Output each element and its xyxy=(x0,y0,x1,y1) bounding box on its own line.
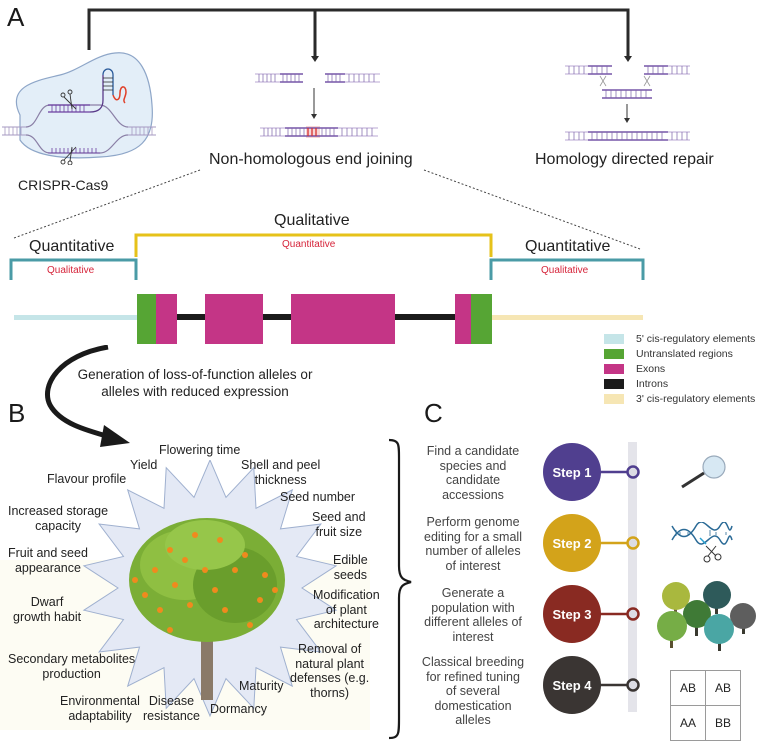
step-2-connector xyxy=(600,536,640,550)
three-prime-cis-element xyxy=(491,315,643,320)
left-region-bracket xyxy=(9,258,138,280)
curly-brace xyxy=(388,438,412,740)
exon-1 xyxy=(156,294,177,344)
legend-item: Exons xyxy=(604,361,755,376)
nhej-label: Non-homologous end joining xyxy=(209,151,413,168)
crispr-cas9-illustration xyxy=(2,52,156,165)
crispr-cas9-label: CRISPR-Cas9 xyxy=(18,177,109,193)
zoom-indicator-lines xyxy=(13,169,641,250)
panel-b-letter: B xyxy=(8,398,26,428)
fruit-tree-icon xyxy=(129,518,285,700)
step-2-circle: Step 2 xyxy=(543,514,601,572)
step-1-connector xyxy=(600,465,640,479)
step-4-circle: Step 4 xyxy=(543,656,601,714)
punnett-cell: BB xyxy=(705,705,741,741)
trait-seed-number: Seed number xyxy=(280,490,356,504)
trait-maturity: Maturity xyxy=(239,679,284,693)
left-region-label: Quantitative xyxy=(29,238,115,255)
nhej-illustration xyxy=(255,73,380,138)
step-3-circle: Step 3 xyxy=(543,585,601,643)
legend-item: Introns xyxy=(604,376,755,391)
punnett-cell: AB xyxy=(670,670,706,706)
trees-population-icon xyxy=(657,581,756,651)
step-4-connector xyxy=(600,678,640,692)
punnett-cell: AA xyxy=(670,705,706,741)
exon-2 xyxy=(205,294,263,344)
magnifier-icon xyxy=(681,455,726,489)
arrow-caption: Generation of loss-of-function alleles o… xyxy=(77,367,313,399)
step-1-circle: Step 1 xyxy=(543,443,601,501)
middle-region-sublabel: Quantitative xyxy=(282,239,336,250)
right-region-sublabel: Qualitative xyxy=(541,265,589,276)
legend-item: 5' cis-regulatory elements xyxy=(604,331,755,346)
trait-flavour-profile: Flavour profile xyxy=(47,472,127,486)
hdr-label: Homology directed repair xyxy=(535,151,714,168)
trait-dormancy: Dormancy xyxy=(210,702,267,716)
right-region-bracket xyxy=(489,258,645,280)
gene-legend: 5' cis-regulatory elements Untranslated … xyxy=(604,331,755,406)
left-region-sublabel: Qualitative xyxy=(47,265,95,276)
gene-structure xyxy=(14,294,643,344)
five-prime-cis-element xyxy=(14,315,137,320)
exon-3 xyxy=(291,294,395,344)
right-region-label: Quantitative xyxy=(525,238,611,255)
scissors-icon xyxy=(60,89,77,165)
punnett-cell: AB xyxy=(705,670,741,706)
exon-4 xyxy=(455,294,471,344)
dna-scissors-icon xyxy=(671,522,733,563)
pathway-connector xyxy=(87,8,632,62)
middle-region-bracket xyxy=(134,233,493,257)
hdr-illustration xyxy=(565,65,690,141)
utr-5 xyxy=(137,294,156,344)
step-3-connector xyxy=(600,607,640,621)
curved-arrow-icon xyxy=(45,345,130,447)
middle-region-label: Qualitative xyxy=(274,212,350,229)
legend-item: 3' cis-regulatory elements xyxy=(604,391,755,406)
gene-region-brackets xyxy=(9,233,645,280)
trait-starburst xyxy=(82,460,338,718)
utr-3 xyxy=(471,294,492,344)
timeline-bar xyxy=(628,442,637,712)
legend-item: Untranslated regions xyxy=(604,346,755,361)
trait-yield: Yield xyxy=(130,458,158,472)
trait-flowering-time: Flowering time xyxy=(159,443,241,457)
panel-a-letter: A xyxy=(7,2,25,32)
panel-c-letter: C xyxy=(424,398,443,428)
